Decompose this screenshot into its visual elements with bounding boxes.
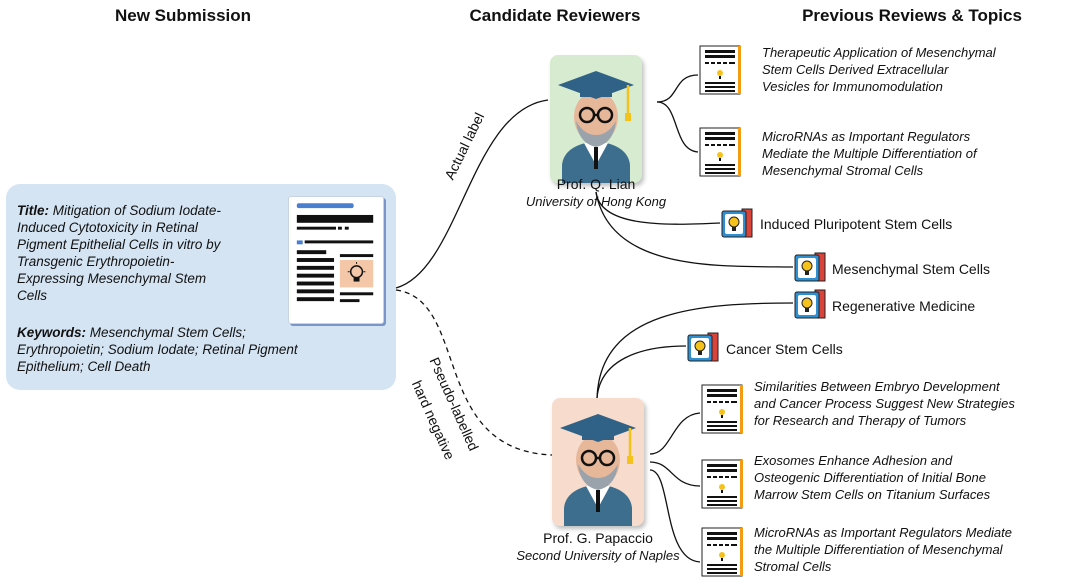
lian-paper-1-line-2: Stem Cells Derived Extracellular (762, 62, 949, 77)
papaccio-topic-1-label: Regenerative Medicine (832, 298, 976, 314)
papaccio-paper-1-icon (700, 383, 746, 435)
keywords-line-2: Erythropoietin; Sodium Iodate; Retinal P… (17, 342, 298, 357)
actual-label-edge (395, 99, 549, 289)
lian-topic-2-icon (793, 251, 827, 283)
lian-topic-1-label: Induced Pluripotent Stem Cells (760, 216, 953, 232)
papaccio-paper-3-edge (649, 469, 701, 563)
papaccio-topic-2-edge (596, 345, 687, 399)
papaccio-topic-1-icon (793, 288, 827, 320)
lian-topic-2-label: Mesenchymal Stem Cells (832, 261, 990, 277)
lian-paper-2-title: MicroRNAs as Important Regulators Mediat… (762, 128, 1082, 179)
papaccio-paper-2-icon (700, 458, 746, 510)
papaccio-topic-2-label: Cancer Stem Cells (726, 341, 843, 357)
lian-paper-1-line-3: Vesicles for Immunomodulation (762, 79, 943, 94)
keywords-line-1: Mesenchymal Stem Cells; (86, 325, 246, 340)
keywords-line-3: Epithelium; Cell Death (17, 359, 151, 374)
lian-paper-2-line-2: Mediate the Multiple Differentiation of (762, 146, 977, 161)
header-candidate-reviewers: Candidate Reviewers (469, 6, 641, 25)
submission-title: Title: Mitigation of Sodium Iodate- Indu… (17, 202, 287, 304)
lian-paper-2-line-3: Mesenchymal Stromal Cells (762, 163, 924, 178)
lian-topic-1-edge (595, 191, 721, 225)
reviewer-papaccio-affiliation: Second University of Naples (516, 548, 680, 563)
papaccio-paper-3-line-1: MicroRNAs as Important Regulators Mediat… (754, 525, 1012, 540)
pseudo-negative-edge (395, 289, 553, 456)
reviewer-lian-avatar-icon (550, 55, 642, 183)
title-line-3: Pigment Epithelial Cells in vitro by (17, 237, 221, 252)
title-line-1: Mitigation of Sodium Iodate- (52, 203, 221, 218)
title-line-6: Cells (17, 288, 48, 303)
lian-paper-1-title: Therapeutic Application of Mesenchymal S… (762, 44, 1082, 95)
papaccio-paper-2-edge (649, 461, 701, 487)
papaccio-topic-2-icon (686, 331, 720, 363)
header-previous-reviews: Previous Reviews & Topics (802, 6, 1022, 25)
title-line-2: Induced Cytotoxicity in Retinal (17, 220, 198, 235)
papaccio-paper-2-title: Exosomes Enhance Adhesion and Osteogenic… (754, 452, 1082, 503)
papaccio-topic-1-edge (596, 302, 794, 399)
header-new-submission: New Submission (114, 6, 252, 25)
title-line-4: Transgenic Erythropoietin- (17, 254, 175, 269)
title-label: Title: (17, 203, 50, 218)
papaccio-paper-1-line-3: for Research and Therapy of Tumors (754, 413, 967, 428)
lian-topic-1-icon (720, 207, 754, 239)
title-line-5: Expressing Mesenchymal Stem (17, 271, 207, 286)
papaccio-paper-3-icon (700, 526, 746, 578)
papaccio-paper-1-line-1: Similarities Between Embryo Development (754, 379, 1000, 394)
papaccio-paper-3-line-2: the Multiple Differentiation of Mesenchy… (754, 542, 1003, 557)
submission-keywords: Keywords: Mesenchymal Stem Cells; Erythr… (17, 324, 387, 375)
lian-paper-2-icon (698, 126, 744, 178)
papaccio-paper-2-line-3: Marrow Stem Cells on Titanium Surfaces (754, 487, 991, 502)
papaccio-paper-2-line-1: Exosomes Enhance Adhesion and (754, 453, 953, 468)
lian-paper-1-icon (698, 44, 744, 96)
reviewer-papaccio-name: Prof. G. Papaccio (543, 530, 653, 546)
papaccio-paper-1-edge (649, 412, 701, 455)
lian-paper-2-line-1: MicroRNAs as Important Regulators (762, 129, 971, 144)
reviewer-papaccio-avatar-icon (552, 398, 644, 526)
papaccio-paper-2-line-2: Osteogenic Differentiation of Initial Bo… (754, 470, 986, 485)
reviewer-lian-affiliation: University of Hong Kong (525, 194, 667, 209)
lian-paper-1-line-1: Therapeutic Application of Mesenchymal (762, 45, 996, 60)
papaccio-paper-3-line-3: Stromal Cells (754, 559, 832, 574)
submission-document-icon (288, 196, 384, 324)
lian-topic-2-edge (595, 191, 794, 268)
keywords-label: Keywords: (17, 325, 87, 340)
lian-paper-2-edge (656, 101, 699, 153)
papaccio-paper-3-title: MicroRNAs as Important Regulators Mediat… (754, 524, 1082, 575)
reviewer-lian-name: Prof. Q. Lian (556, 176, 636, 192)
papaccio-paper-1-line-2: and Cancer Process Suggest New Strategie… (754, 396, 1015, 411)
papaccio-paper-1-title: Similarities Between Embryo Development … (754, 378, 1082, 429)
lian-paper-1-edge (656, 74, 699, 103)
